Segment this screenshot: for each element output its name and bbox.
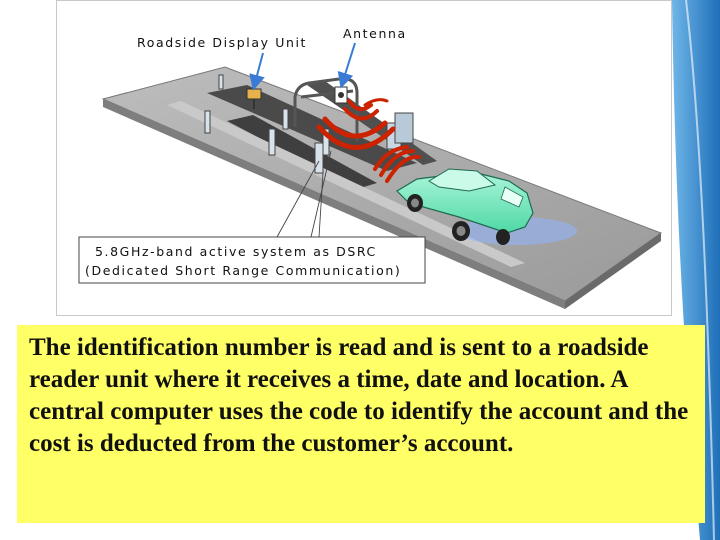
label-dsrc-line1: 5.8GHz-band active system as DSRC	[95, 244, 377, 259]
caption-text: The identification number is read and is…	[29, 334, 689, 457]
caption-box: The identification number is read and is…	[17, 325, 705, 523]
blue-side-swoosh	[672, 0, 720, 540]
diagram-illustration: Roadside Display Unit Antenna 5.8GHz-ban…	[78, 26, 663, 309]
antenna-unit	[334, 86, 348, 104]
label-roadside-display-unit: Roadside Display Unit	[137, 35, 307, 50]
label-arrows	[249, 42, 356, 91]
car	[396, 168, 577, 245]
dsrc-label-box: 5.8GHz-band active system as DSRC (Dedic…	[78, 236, 426, 284]
label-dsrc-line2: (Dedicated Short Range Communication)	[85, 263, 401, 278]
label-antenna: Antenna	[343, 26, 407, 41]
toll-system-diagram: Roadside Display Unit Antenna 5.8GHz-ban…	[56, 0, 672, 316]
dsrc-leader-lines	[276, 150, 332, 238]
roadside-posts	[204, 74, 414, 174]
signal-waves-icon	[316, 98, 421, 183]
